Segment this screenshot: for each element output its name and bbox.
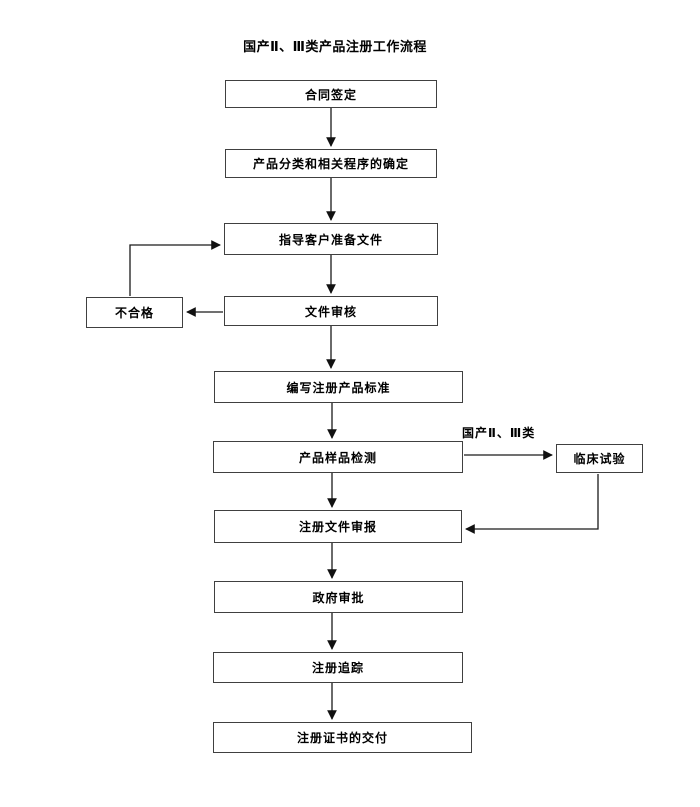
- node-registration-submission: 注册文件审报: [214, 510, 462, 543]
- node-write-product-standard: 编写注册产品标准: [214, 371, 463, 403]
- arrow-clinical-to-submission: [465, 474, 599, 534]
- node-product-classification: 产品分类和相关程序的确定: [225, 149, 437, 178]
- node-unqualified: 不合格: [86, 297, 183, 328]
- node-sample-testing: 产品样品检测: [213, 441, 463, 473]
- arrow-unqualified-to-guide: [129, 240, 221, 296]
- edge-label-domestic-class: 国产Ⅱ、Ⅲ类: [462, 426, 536, 440]
- node-government-approval: 政府审批: [214, 581, 463, 613]
- node-certificate-delivery: 注册证书的交付: [213, 722, 472, 753]
- node-document-review: 文件审核: [224, 296, 438, 326]
- node-registration-tracking: 注册追踪: [213, 652, 463, 683]
- node-guide-client-documents: 指导客户准备文件: [224, 223, 438, 255]
- flowchart-title: 国产Ⅱ、Ⅲ类产品注册工作流程: [243, 40, 427, 55]
- node-clinical-trial: 临床试验: [556, 444, 643, 473]
- node-contract-signing: 合同签定: [225, 80, 437, 108]
